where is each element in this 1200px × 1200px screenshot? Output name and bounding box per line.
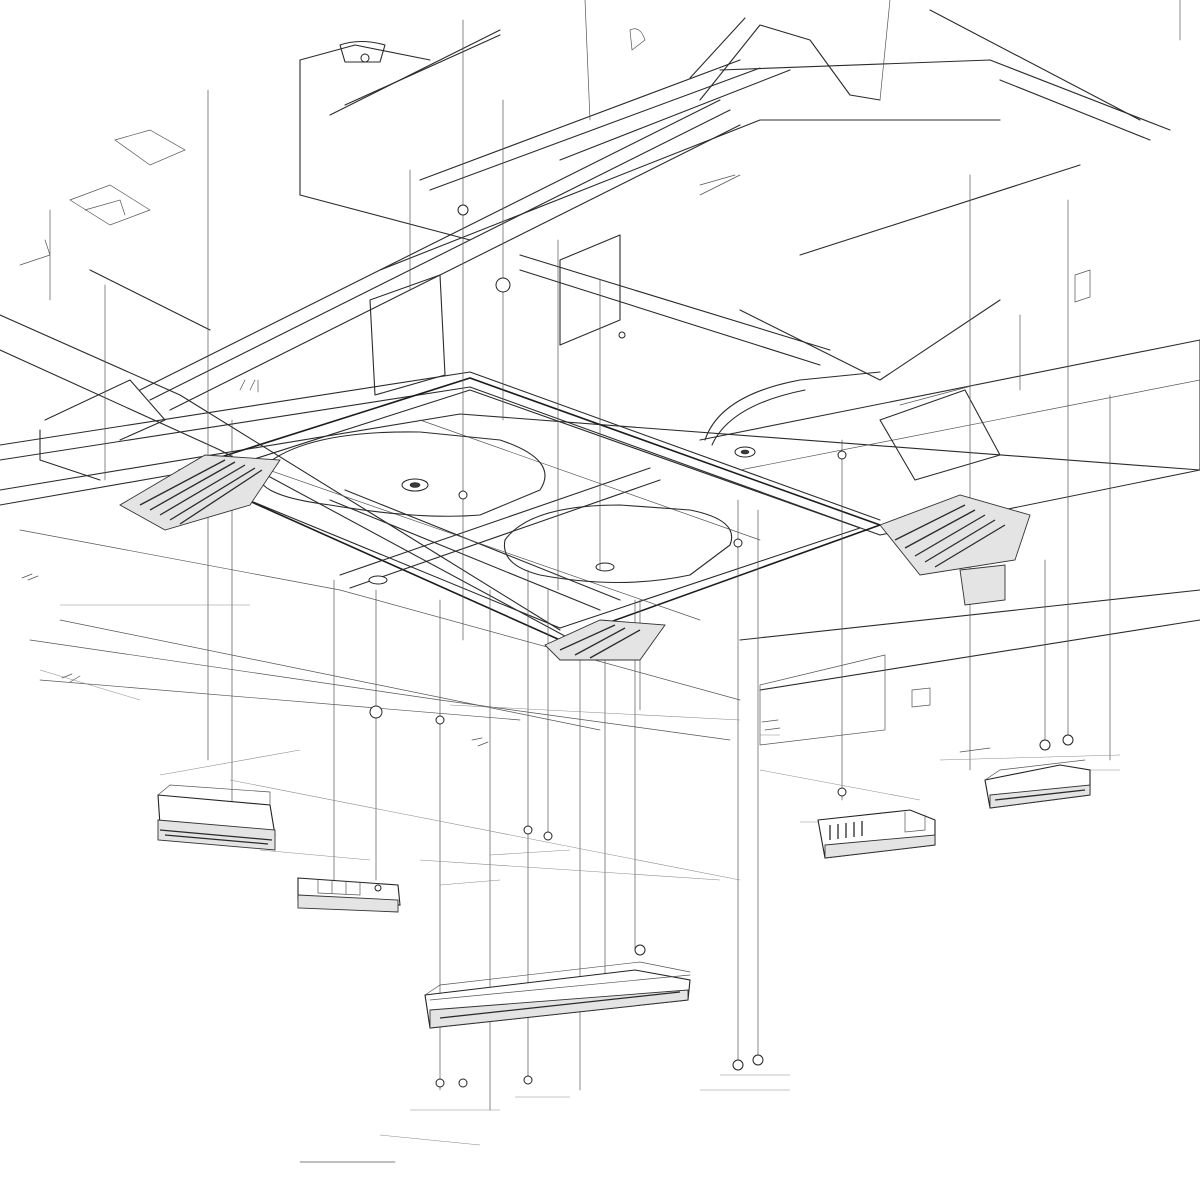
fan-coil-unit-right	[817, 809, 936, 859]
fan-coil-unit-left	[157, 784, 276, 851]
annotation-marks	[21, 174, 991, 1163]
linear-fan-coil-unit	[424, 961, 691, 1029]
cassette-unit-small	[297, 877, 401, 913]
pipe-nodes	[369, 204, 1074, 1088]
fan-coil-unit-far-right	[984, 759, 1091, 809]
upper-structure	[19, 0, 1171, 481]
ceiling-grid-plane	[0, 314, 1200, 746]
dimension-lines	[39, 604, 1121, 1146]
ceiling-grilles	[119, 454, 1031, 661]
